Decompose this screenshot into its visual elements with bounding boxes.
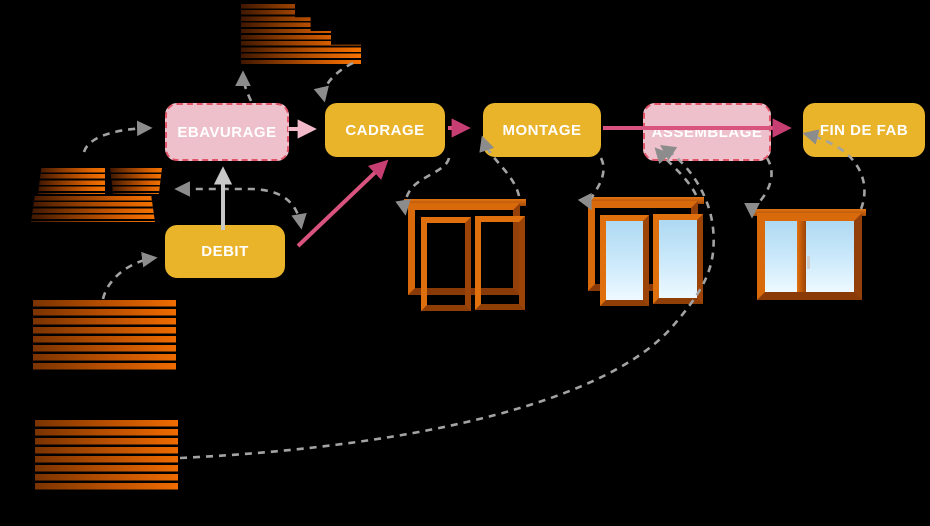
process-box-fin-de-fab: FIN DE FAB (803, 103, 925, 157)
dashed-arrow-rawplanks-to-debit (101, 251, 158, 300)
process-box-label: EBAVURAGE (177, 123, 277, 141)
process-box-cadrage: CADRAGE (325, 103, 445, 157)
plank-pile-cut-icon (38, 168, 105, 194)
process-box-label: FIN DE FAB (819, 121, 909, 139)
solid-arrow-debit-to-cadrage (296, 159, 389, 248)
process-box-label: MONTAGE (502, 121, 582, 139)
process-box-label: DEBIT (201, 243, 249, 260)
process-box-ebavurage: EBAVURAGE (165, 103, 289, 161)
window-handle-icon (807, 256, 810, 269)
plank-pile-raw-b-icon (35, 420, 178, 492)
dashed-arrow-toppile-to-cadrage (313, 61, 354, 103)
dashed-arrow-debit-to-cutplanks (174, 181, 307, 230)
process-box-label: ASSEMBLAGE (651, 123, 763, 141)
plank-pile-top-icon (241, 4, 361, 64)
process-box-debit: DEBIT (165, 225, 285, 278)
process-box-montage: MONTAGE (483, 103, 601, 157)
dashed-arrow-ebavurage-to-toppile (235, 70, 253, 102)
plank-pile-cut-icon (110, 168, 162, 194)
process-box-assemblage: ASSEMBLAGE (643, 103, 771, 161)
plank-pile-cut-icon (31, 196, 155, 222)
process-box-label: CADRAGE (345, 121, 425, 139)
dashed-arrow-assemblage-to-window3 (744, 157, 773, 219)
plank-pile-raw-a-icon (33, 300, 176, 371)
dashed-arrow-cutplanks-to-ebavurage (82, 120, 153, 153)
